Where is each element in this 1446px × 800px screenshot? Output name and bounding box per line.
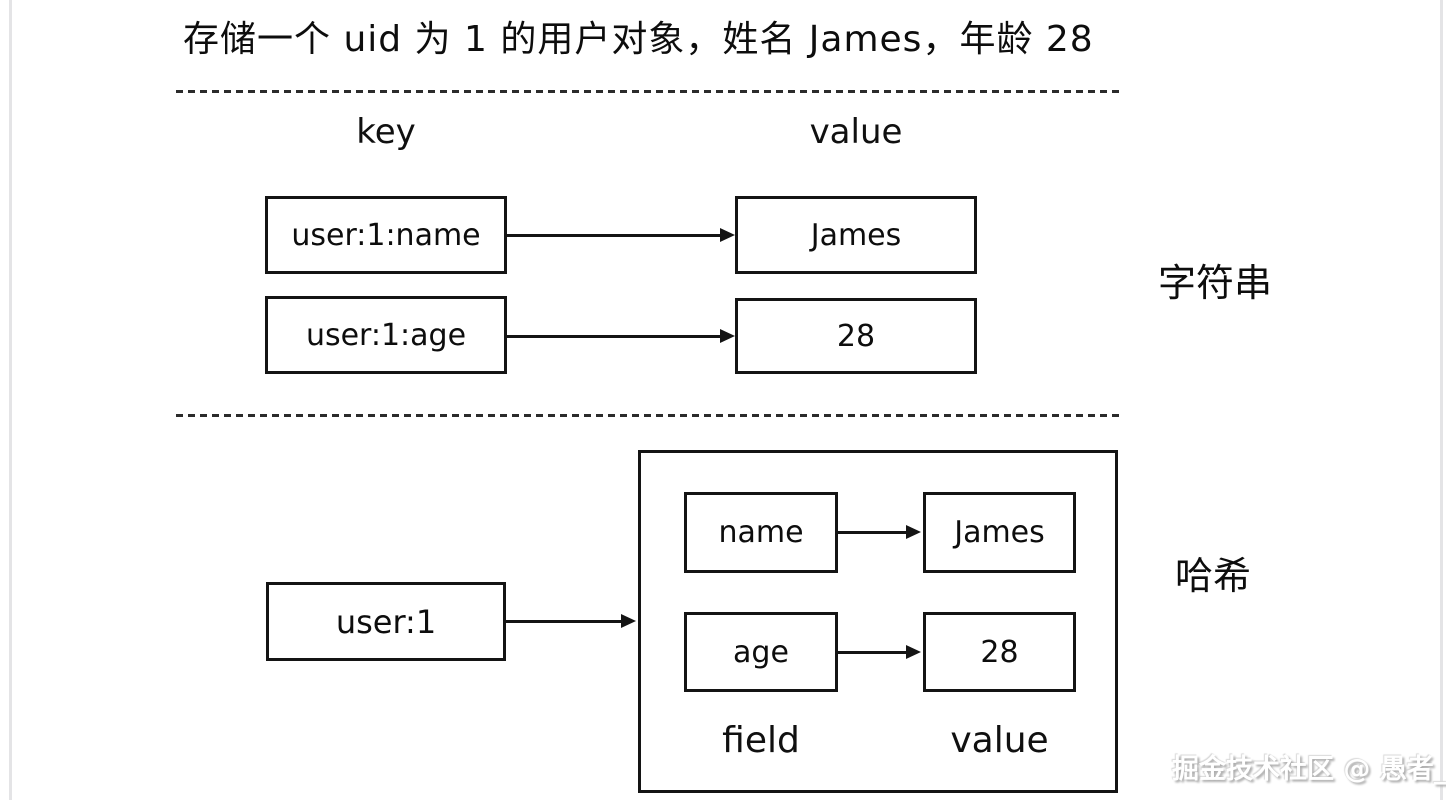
section-divider-bottom — [176, 414, 1120, 417]
arrow-field-age-to-value — [838, 651, 908, 654]
arrow-field-name-to-value — [838, 531, 908, 534]
section-divider-top — [176, 90, 1120, 93]
arrow-name-to-james — [507, 234, 722, 237]
hash-value-box-james: James — [923, 492, 1076, 573]
watermark: 掘金技术社区 @ 愚者_ — [1172, 754, 1446, 785]
arrow-age-to-28 — [507, 335, 722, 338]
hash-value-column-header: value — [950, 720, 1049, 761]
left-edge-divider — [9, 0, 12, 800]
hash-field-box-age: age — [684, 612, 838, 692]
string-value-box-28: 28 — [735, 298, 977, 374]
string-key-box-age: user:1:age — [265, 296, 507, 374]
arrow-key-to-hash — [506, 620, 623, 623]
hash-value-box-28: 28 — [923, 612, 1076, 692]
diagram-title: 存储一个 uid 为 1 的用户对象，姓名 James，年龄 28 — [183, 19, 1094, 60]
string-section-label: 字符串 — [1158, 261, 1273, 305]
value-column-header: value — [809, 112, 903, 152]
string-key-box-name: user:1:name — [265, 196, 507, 274]
hash-key-box: user:1 — [266, 582, 506, 661]
key-column-header: key — [356, 112, 416, 152]
hash-field-box-name: name — [684, 492, 838, 573]
string-value-box-james: James — [735, 196, 977, 274]
right-edge-divider — [1440, 0, 1443, 800]
hash-section-label: 哈希 — [1175, 554, 1252, 598]
field-column-header: field — [722, 720, 800, 761]
